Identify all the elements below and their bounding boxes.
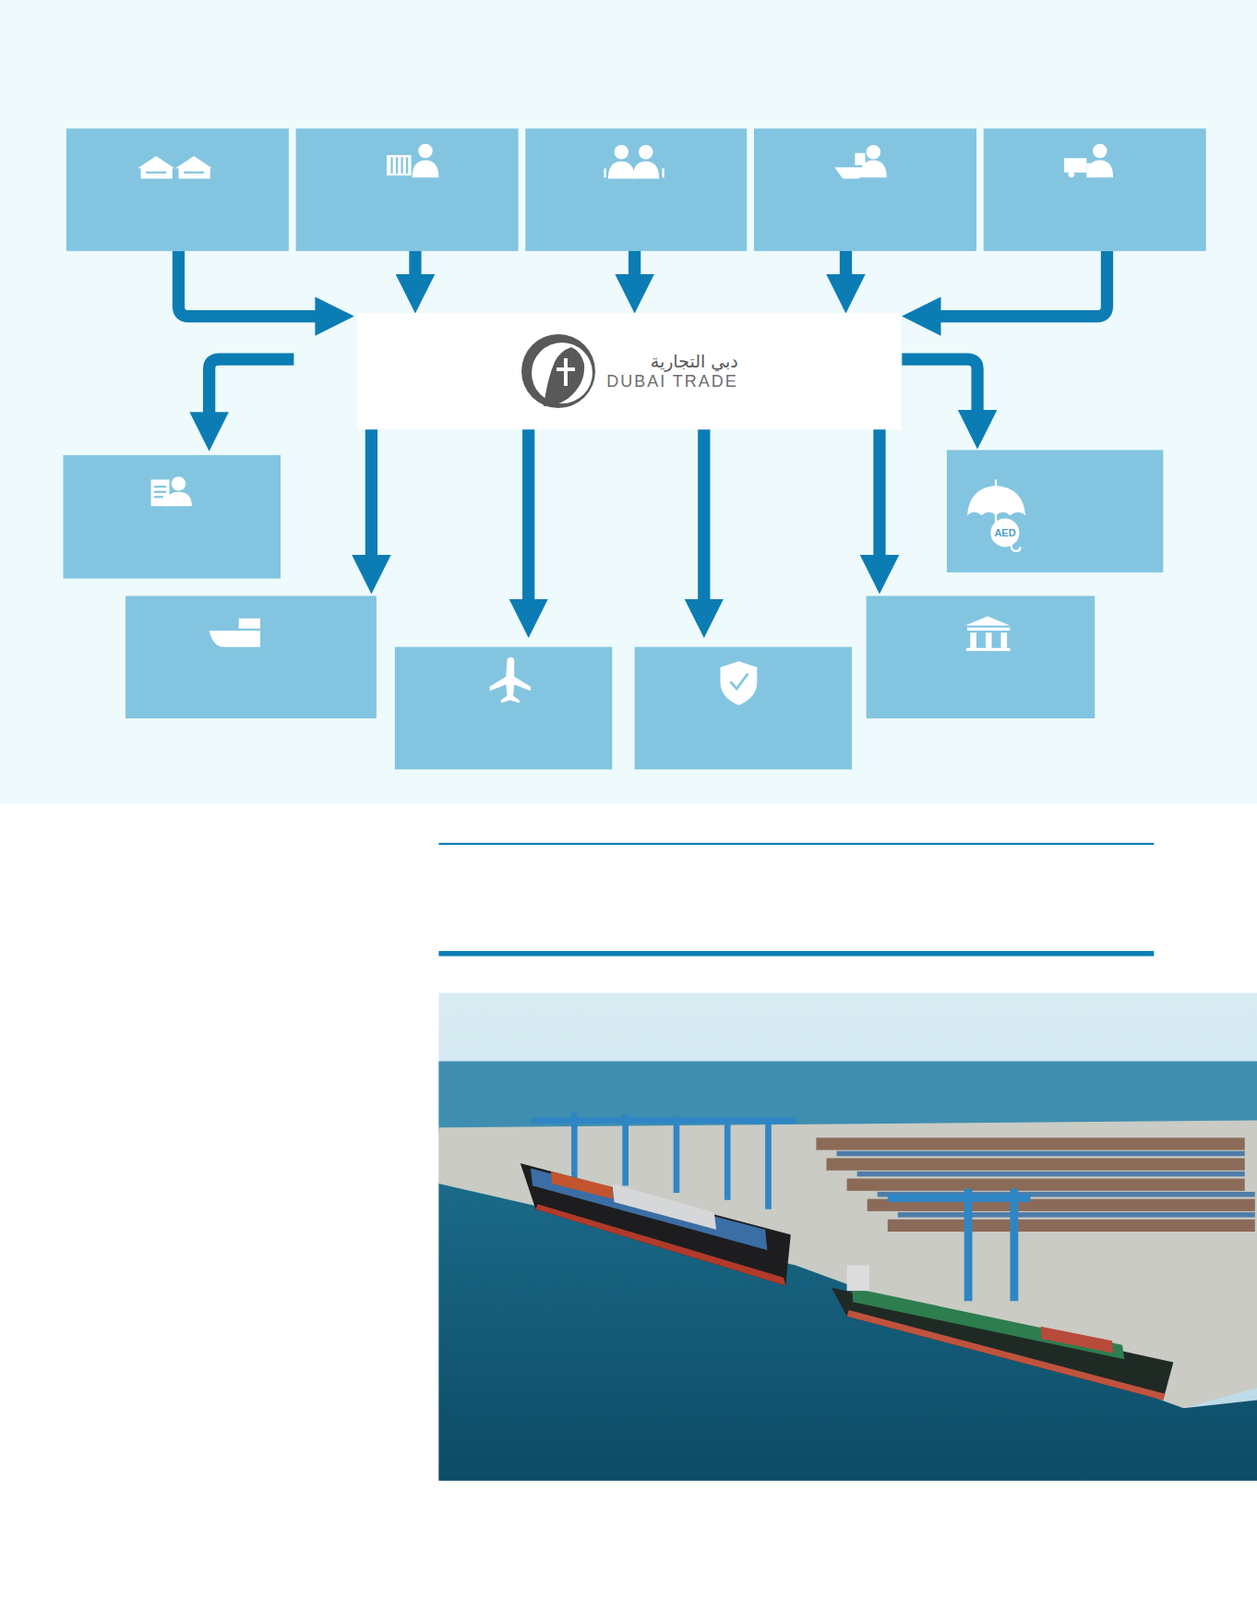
- logo-box: دبي التجاريةDUBAI TRADE: [357, 312, 901, 430]
- logo-mark: [519, 332, 598, 410]
- logo-arabic-name: دبي التجارية: [606, 350, 739, 372]
- logo-row: دبي التجاريةDUBAI TRADE: [519, 332, 739, 410]
- currency-label: AED: [993, 526, 1016, 539]
- thick-rule: [438, 950, 1154, 957]
- flow-arrows: [178, 251, 1107, 619]
- logo-texts: دبي التجاريةDUBAI TRADE: [606, 350, 739, 392]
- panel-ground: [0, 0, 1257, 804]
- target-boxes: [63, 449, 1164, 769]
- port-photo: [438, 992, 1257, 1480]
- source-boxes: [66, 128, 1207, 252]
- logo-english-name: DUBAI TRADE: [606, 371, 739, 393]
- thin-rule: [438, 842, 1154, 845]
- box-icons: [137, 143, 1114, 706]
